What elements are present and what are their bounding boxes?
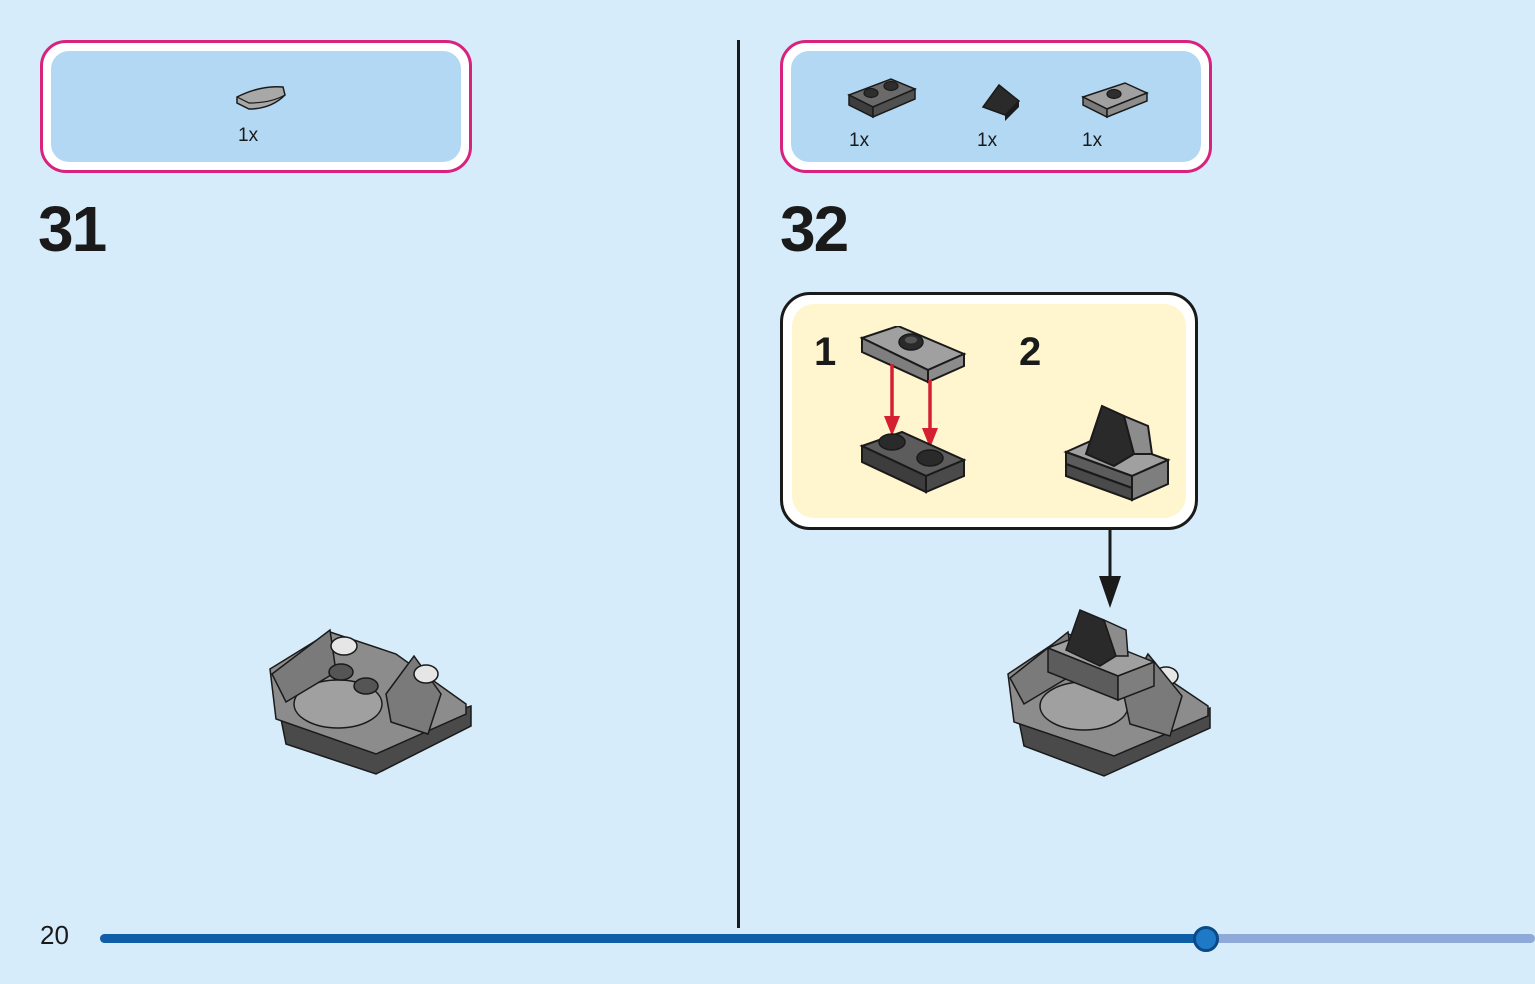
page-divider — [737, 40, 740, 928]
down-arrow-icon — [1098, 530, 1122, 610]
progress-fill — [100, 934, 1205, 943]
parts-list-background: 1x 1x 1x — [791, 51, 1201, 162]
slope-1x1-part-icon — [975, 79, 1025, 121]
part-quantity: 1x — [977, 130, 998, 151]
part-quantity: 1x — [849, 130, 870, 151]
substep-number-2: 2 — [1019, 330, 1042, 374]
step-number-32: 32 — [780, 193, 849, 265]
plate-1x2-part-icon — [845, 71, 917, 121]
part-quantity: 1x — [238, 125, 259, 146]
progress-bar — [100, 926, 1535, 952]
assembled-model-step-32 — [1004, 604, 1216, 780]
sub-assembly-background: 1 2 — [792, 304, 1186, 518]
assembled-model-step-31 — [266, 624, 476, 779]
parts-list-background: 1x — [51, 51, 461, 162]
parts-list-step-31: 1x — [40, 40, 472, 173]
part-quantity: 1x — [1082, 130, 1103, 151]
curved-slope-part-icon — [231, 77, 291, 117]
page-number: 20 — [40, 920, 69, 950]
step-number-31: 31 — [38, 193, 107, 265]
sub-assembly-box: 1 2 — [780, 292, 1198, 530]
parts-list-step-32: 1x 1x 1x — [780, 40, 1212, 173]
substep-2-slope-on-top — [1062, 396, 1172, 504]
jumper-plate-part-icon — [1081, 77, 1151, 123]
substep-1-jumper-onto-plate — [858, 324, 968, 502]
substep-number-1: 1 — [814, 330, 837, 374]
progress-knob — [1192, 926, 1219, 952]
